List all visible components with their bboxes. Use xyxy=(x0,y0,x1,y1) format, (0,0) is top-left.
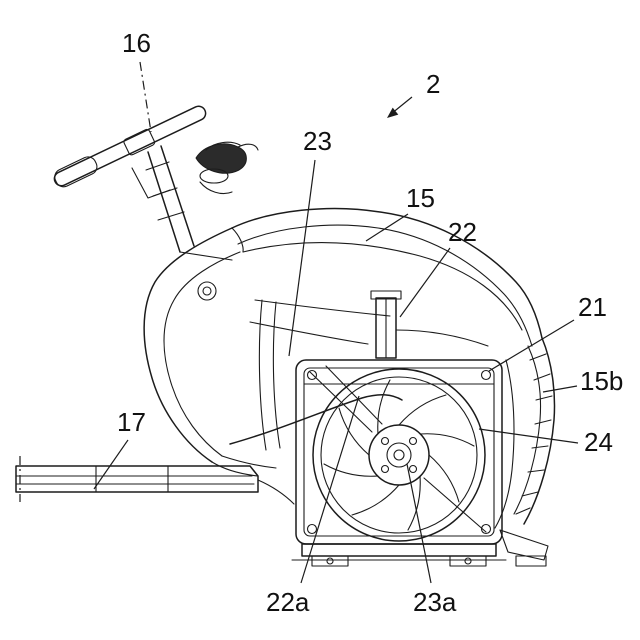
ref-label-15: 15 xyxy=(406,183,435,213)
leader-15b xyxy=(542,385,578,393)
ref-label-21: 21 xyxy=(578,292,607,322)
ref-label-16: 16 xyxy=(122,28,151,58)
ref-labels: 16 2 23 15 22 21 15b 24 17 22a 23a xyxy=(117,28,623,617)
ref-label-22a: 22a xyxy=(266,587,310,617)
ref-label-22: 22 xyxy=(448,217,477,247)
cooling-fan xyxy=(309,365,487,542)
leader-22a xyxy=(300,395,360,584)
ref-label-2: 2 xyxy=(426,69,440,99)
leader-2-arrowhead xyxy=(387,107,399,118)
handlebar xyxy=(53,105,207,188)
ref-label-24: 24 xyxy=(584,427,613,457)
ref-label-17: 17 xyxy=(117,407,146,437)
ref-label-15b: 15b xyxy=(580,366,623,396)
leader-23 xyxy=(288,159,316,357)
leader-23a xyxy=(406,463,432,584)
leader-lines xyxy=(93,96,579,584)
coolant-hose xyxy=(229,394,403,445)
leader-17 xyxy=(93,439,129,490)
throttle-assembly xyxy=(195,141,259,195)
leader-15 xyxy=(365,213,409,242)
intake-duct xyxy=(370,290,489,359)
ref-label-23a: 23a xyxy=(413,587,457,617)
mounting-bracket xyxy=(291,529,549,567)
label-16-axis-line xyxy=(139,61,152,133)
leader-21 xyxy=(488,319,575,372)
leg-shield xyxy=(143,227,281,477)
ref-label-23: 23 xyxy=(303,126,332,156)
steering-column xyxy=(131,145,233,261)
leader-22 xyxy=(399,247,451,318)
body-cowl xyxy=(231,207,543,347)
footboard xyxy=(15,456,295,505)
rear-cover xyxy=(494,337,556,529)
leader-24 xyxy=(478,428,579,444)
